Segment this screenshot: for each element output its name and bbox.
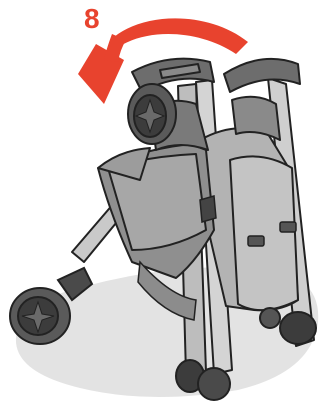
handle-wheel (128, 84, 176, 144)
step-number: 8 (84, 4, 100, 34)
fold-joint (200, 196, 216, 222)
